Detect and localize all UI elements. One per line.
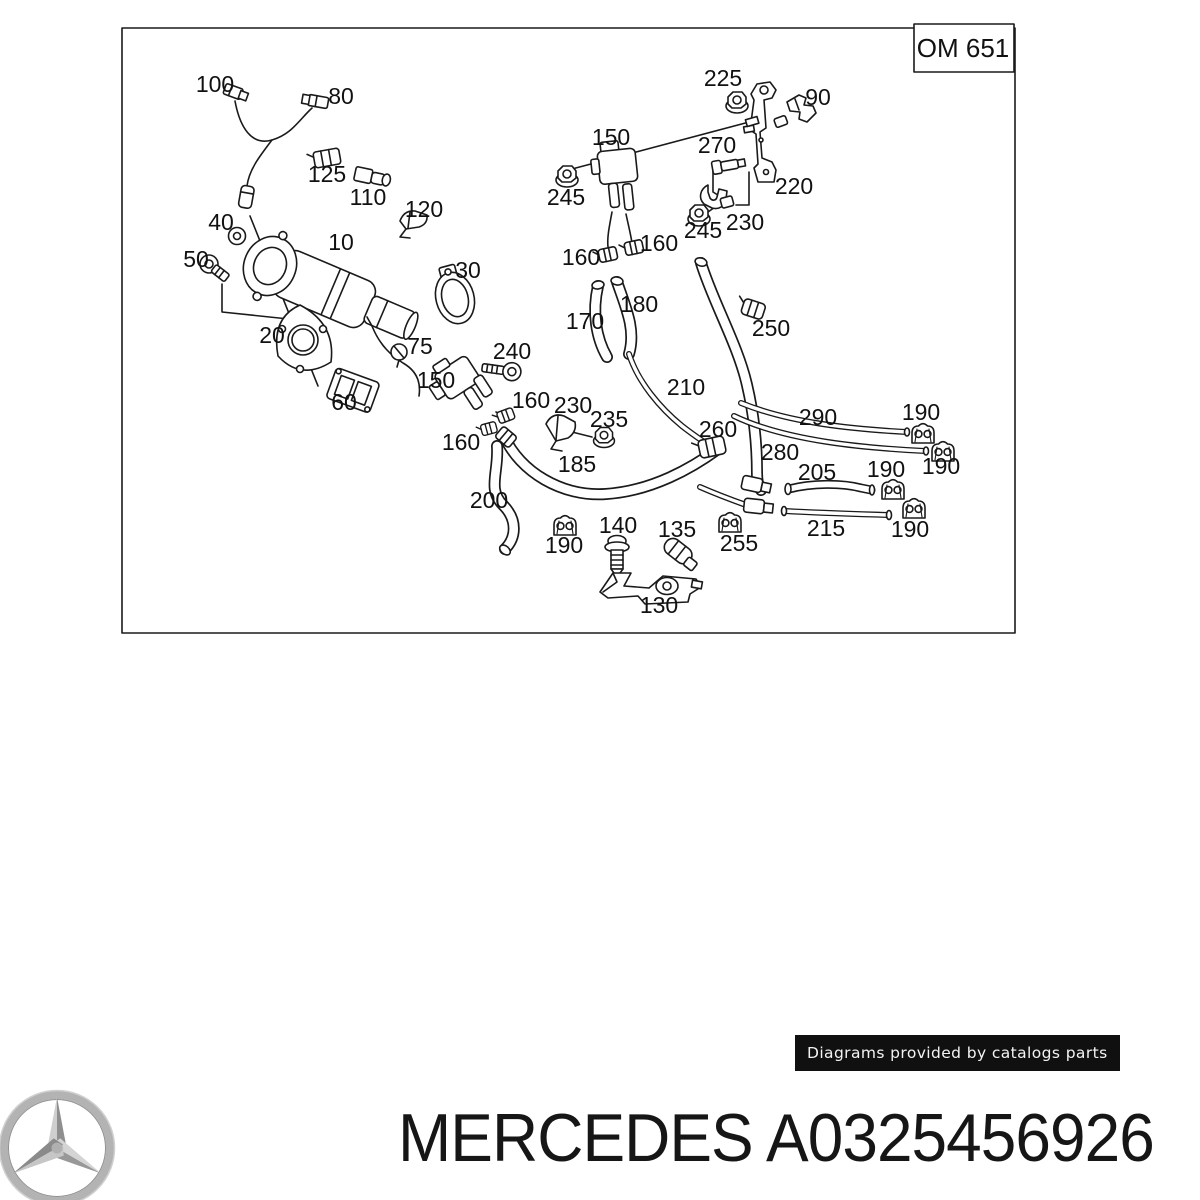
part-140-bolt [604,534,630,578]
part-label-230: 230 [554,392,592,418]
part-240-bolt [481,361,522,382]
hose-185 [495,426,724,501]
part-20-gasket [275,304,333,374]
part-label-170: 170 [566,308,604,334]
part-190-clamp-2 [911,422,935,444]
part-90-clip [773,94,817,129]
part-label-160: 160 [512,387,550,413]
part-label-150: 150 [592,124,630,150]
part-225-nut [725,91,749,114]
brand-name: MERCEDES [398,1100,754,1176]
footer-title: MERCEDES A0325456926 [398,1104,1155,1172]
part-150-sensor-top [590,140,639,211]
part-label-290: 290 [799,404,837,430]
part-label-185: 185 [558,451,596,477]
part-label-160: 160 [442,429,480,455]
part-125-clip [306,147,342,169]
part-label-110: 110 [350,184,387,210]
part-label-180: 180 [620,291,658,317]
hose-200 [488,440,520,556]
part-label-270: 270 [698,132,736,158]
part-label-255: 255 [720,530,758,556]
part-50-bolt [199,254,230,282]
part-250-clip [738,295,767,320]
pipe-280 [731,413,930,456]
part-label-225: 225 [704,65,742,91]
part-label-20: 20 [259,322,285,348]
mercedes-logo [0,1089,116,1200]
part-label-30: 30 [455,257,481,283]
part-label-130: 130 [640,592,678,618]
part-label-135: 135 [658,516,696,542]
part-label-245: 245 [684,217,722,243]
part-label-125: 125 [308,161,346,187]
part-110-plug [353,166,392,187]
part-label-190: 190 [891,516,929,542]
part-label-60: 60 [331,389,357,415]
part-80-connector [300,93,330,110]
hose-170 [589,280,613,363]
junction-connectors [740,474,775,515]
part-120-clip [399,210,428,239]
part-label-190: 190 [545,532,583,558]
part-label-230: 230 [726,209,764,235]
part-60-module [326,367,380,413]
part-label-75: 75 [407,333,433,359]
part-label-120: 120 [405,196,443,222]
part-100-connector [222,83,250,102]
part-label-250: 250 [752,315,790,341]
part-230-clip-mid [545,414,577,452]
pipe-290 [738,400,911,437]
three-pointed-star-icon [12,1097,102,1174]
part-label-140: 140 [599,512,637,538]
part-80-cable [234,100,313,210]
part-270-bolt [710,158,747,176]
pipe-215 [780,505,893,521]
part-label-10: 10 [328,229,354,255]
part-130-bracket [599,572,704,605]
part-label-50: 50 [183,246,209,272]
part-135-damper [663,537,698,572]
hose-205 [784,479,876,496]
part-190-clamp-4 [881,478,905,500]
part-30-clamp [434,263,476,325]
part-label-190: 190 [902,399,940,425]
part-label-240: 240 [493,338,531,364]
part-220-bracket [742,81,777,183]
part-label-245: 245 [547,184,585,210]
part-label-260: 260 [699,416,737,442]
part-10-downpipe [242,230,419,341]
part-label-280: 280 [761,439,799,465]
part-label-160: 160 [562,244,600,270]
engine-code: OM 651 [917,33,1010,63]
part-label-190: 190 [922,453,960,479]
hose-180 [610,276,638,360]
part-label-215: 215 [807,515,845,541]
part-label-190: 190 [867,456,905,482]
part-label-160: 160 [640,230,678,256]
part-label-210: 210 [667,374,705,400]
part-label-235: 235 [590,406,628,432]
part-number: A0325456926 [766,1100,1155,1176]
part-label-80: 80 [328,83,354,109]
part-75-sensor-cable [366,316,421,397]
watermark-badge: Diagrams provided by catalogs parts [795,1035,1120,1071]
part-label-200: 200 [470,487,508,513]
part-label-40: 40 [208,209,234,235]
part-label-220: 220 [775,173,813,199]
engine-code-box: OM 651 [913,23,1015,73]
part-40-grommet [227,226,247,246]
part-260-clip [690,435,727,459]
part-label-100: 100 [196,71,234,97]
part-label-90: 90 [805,84,831,110]
diagram-border [121,27,1016,634]
part-label-205: 205 [798,459,836,485]
part-150-sensor-mid [428,355,493,410]
part-label-150: 150 [417,367,455,393]
part-230-clip-top [699,184,735,210]
